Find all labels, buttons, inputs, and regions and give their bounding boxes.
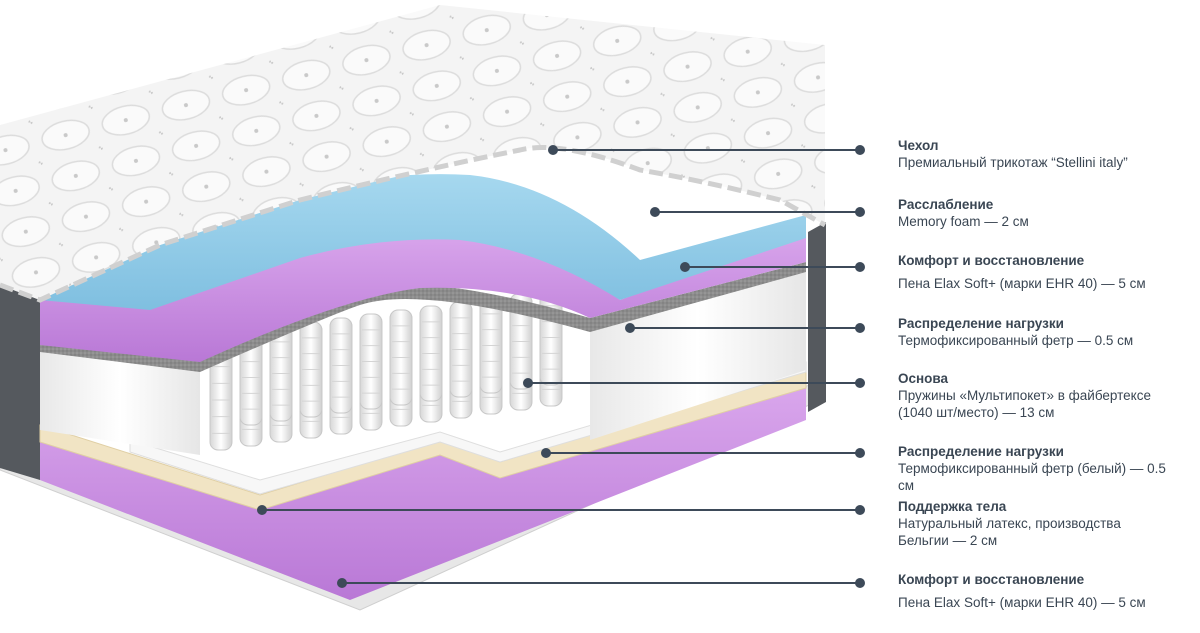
leader-dot bbox=[625, 323, 635, 333]
leader-dot bbox=[257, 505, 267, 515]
legend-item-latex: Поддержка тела Натуральный латекс, произ… bbox=[898, 498, 1168, 549]
leader-lines bbox=[257, 145, 865, 588]
leader-dot bbox=[523, 378, 533, 388]
legend-item-comfort-bottom: Комфорт и восстановление Пена Elax Soft+… bbox=[898, 571, 1188, 611]
leader-dot bbox=[680, 262, 690, 272]
leader-dot bbox=[855, 578, 865, 588]
legend-item-felt-white: Распределение нагрузки Термофиксированны… bbox=[898, 443, 1168, 494]
right-border bbox=[808, 222, 826, 412]
legend-item-relaxation: Расслабление Memory foam — 2 см bbox=[898, 196, 1188, 230]
legend-title: Распределение нагрузки bbox=[898, 444, 1064, 459]
legend-desc: Пена Elax Soft+ (марки EHR 40) — 5 см bbox=[898, 595, 1146, 610]
legend-item-felt-top: Распределение нагрузки Термофиксированны… bbox=[898, 315, 1188, 349]
legend-title: Комфорт и восстановление bbox=[898, 253, 1085, 268]
legend-desc: Премиальный трикотаж “Stellini italy” bbox=[898, 155, 1128, 170]
legend-item-cover: Чехол Премиальный трикотаж “Stellini ita… bbox=[898, 137, 1188, 171]
legend-desc: Натуральный латекс, производства Бельгии… bbox=[898, 516, 1121, 548]
leader-dot bbox=[855, 448, 865, 458]
legend-desc: Термофиксированный фетр (белый) — 0.5 см bbox=[898, 461, 1166, 493]
leader-dot bbox=[855, 323, 865, 333]
layer-white-felt bbox=[129, 361, 807, 495]
legend-title: Основа bbox=[898, 371, 949, 386]
leader-dot bbox=[855, 207, 865, 217]
layer-felt bbox=[40, 262, 806, 372]
leader-dot bbox=[855, 262, 865, 272]
cover-seam bbox=[0, 145, 827, 303]
legend-item-springs: Основа Пружины «Мультипокет» в файбертек… bbox=[898, 370, 1168, 421]
legend-desc: Термофиксированный фетр — 0.5 см bbox=[898, 333, 1134, 348]
foam-block-right bbox=[590, 270, 806, 440]
quilted-cover bbox=[0, 5, 825, 300]
legend-title: Расслабление bbox=[898, 197, 994, 212]
legend-title: Распределение нагрузки bbox=[898, 316, 1064, 331]
leader-dot bbox=[541, 448, 551, 458]
layer-memory-foam bbox=[40, 174, 806, 310]
legend-title: Комфорт и восстановление bbox=[898, 572, 1085, 587]
leader-dot bbox=[548, 145, 558, 155]
legend-title: Чехол bbox=[898, 138, 939, 153]
leader-dot bbox=[337, 578, 347, 588]
legend-desc: Memory foam — 2 см bbox=[898, 214, 1029, 229]
legend-item-comfort-top: Комфорт и восстановление Пена Elax Soft+… bbox=[898, 252, 1188, 292]
legend-desc: Пена Elax Soft+ (марки EHR 40) — 5 см bbox=[898, 276, 1146, 291]
pocket-springs bbox=[209, 289, 563, 451]
foam-block-left bbox=[40, 345, 200, 455]
layer-upper-foam bbox=[40, 229, 806, 362]
leader-dot bbox=[855, 145, 865, 155]
leader-dot bbox=[650, 207, 660, 217]
legend-desc: Пружины «Мультипокет» в файбертексе (104… bbox=[898, 388, 1151, 420]
leader-dot bbox=[855, 378, 865, 388]
left-border bbox=[0, 285, 40, 480]
layer-bottom-foam bbox=[40, 388, 806, 600]
leader-dot bbox=[855, 505, 865, 515]
legend-title: Поддержка тела bbox=[898, 499, 1007, 514]
